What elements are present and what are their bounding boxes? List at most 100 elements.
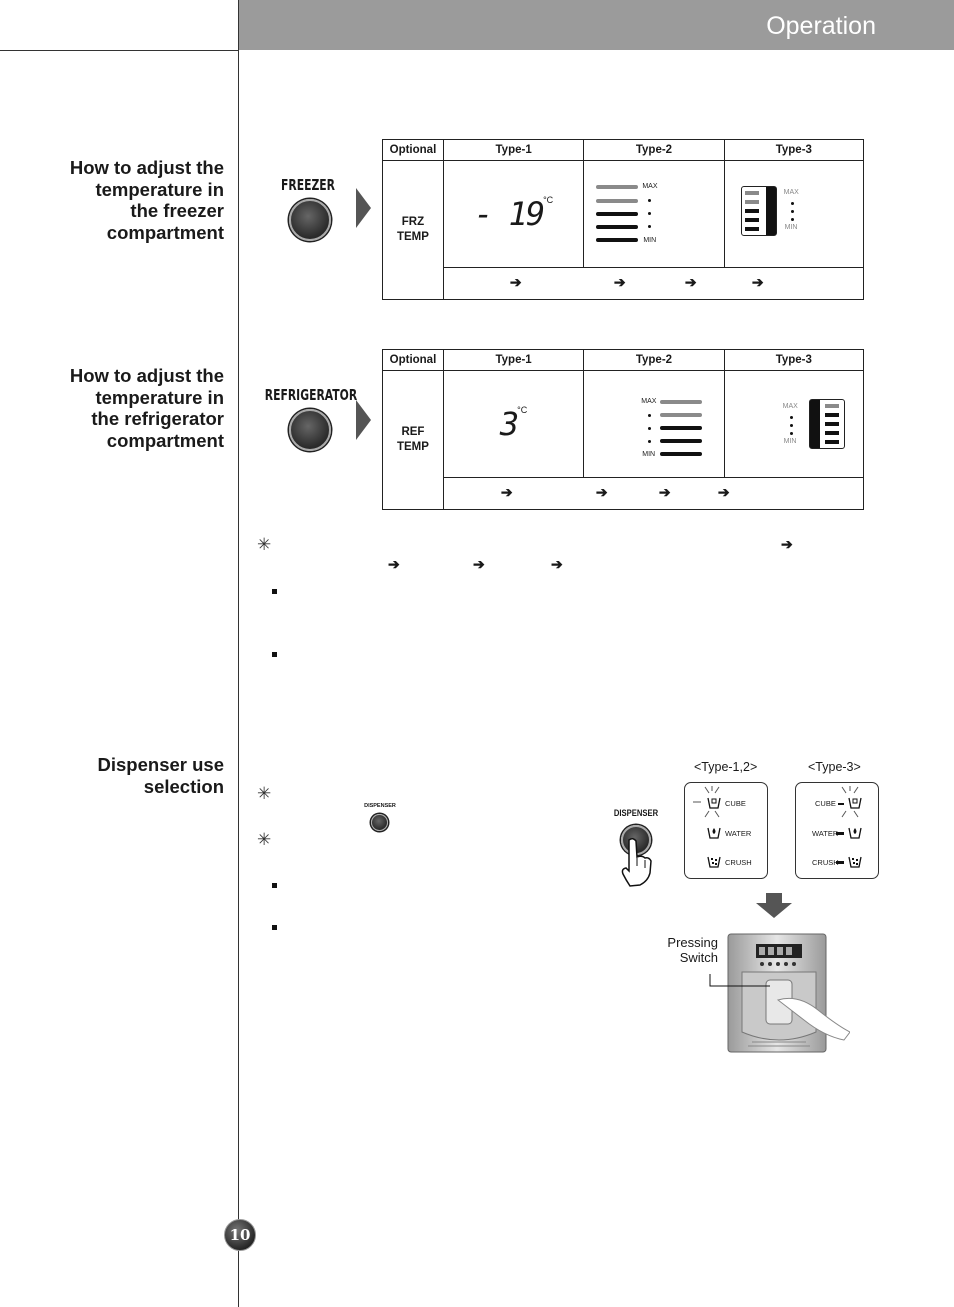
cube-icon: [848, 797, 862, 809]
type1-display: 3°C: [442, 370, 585, 478]
level-bar: [660, 452, 703, 456]
freezer-button-label: FREEZER: [281, 176, 335, 194]
level-dot: [790, 210, 794, 213]
sequence-row: ➔ ➔ ➔ ➔: [442, 477, 865, 510]
gauge-segment: [824, 431, 839, 435]
type2-bar-display: MAX MIN: [583, 370, 725, 478]
arrow-icon: ➔: [500, 484, 513, 500]
min-label: MIN: [642, 451, 656, 458]
gauge-segment: [824, 413, 839, 417]
level-bar: [660, 426, 703, 430]
col-type-3: Type-3: [723, 349, 865, 371]
type12-label: <Type-1,2>: [694, 760, 758, 774]
indicator-dash: [836, 832, 844, 835]
divider-vertical: [238, 0, 239, 1307]
refrigerator-button-label: REFRIGERATOR: [264, 386, 358, 404]
level-dot: [789, 432, 793, 435]
level-dot: [648, 427, 652, 430]
gauge-segment: [744, 227, 759, 231]
option-cube: CUBE: [725, 799, 746, 808]
level-bar: [596, 212, 639, 216]
bullet-icon: [272, 652, 277, 657]
finger-press-icon: [621, 837, 652, 887]
refrigerator-button[interactable]: [289, 409, 331, 451]
gauge-segment: [744, 209, 759, 213]
level-dot: [790, 202, 794, 205]
col-type-3: Type-3: [723, 139, 865, 161]
level-dot: [648, 199, 652, 202]
arrow-icon: ➔: [613, 274, 626, 290]
water-icon: [707, 827, 721, 839]
level-gauge: [808, 399, 845, 449]
max-label: MAX: [641, 398, 657, 405]
option-crush: CRUSH: [725, 858, 752, 867]
level-bar: [660, 413, 703, 417]
small-dispenser-button[interactable]: [371, 814, 388, 831]
pressing-switch-label: Pressing Switch: [667, 935, 718, 965]
min-label: MIN: [783, 438, 797, 445]
crush-icon: [707, 856, 721, 868]
dispenser-panel-type3: CUBE WATER CRUSH: [795, 782, 879, 879]
refrigerator-section-title: How to adjust the temperature in the ref…: [69, 365, 224, 451]
gauge-segment: [744, 218, 759, 222]
type3-bar-display: MAX MIN: [723, 370, 865, 478]
level-gauge: [740, 186, 777, 236]
arrow-icon: ➔: [717, 484, 730, 500]
indicator-dash: [838, 803, 844, 805]
indicator-dash: [836, 861, 844, 864]
gauge-segment: [824, 404, 839, 408]
gauge-segment: [824, 422, 839, 426]
temp-readout: 3: [499, 405, 519, 443]
note-asterisk-icon: ✳: [257, 830, 272, 849]
cube-icon: [707, 797, 721, 809]
level-bar: [596, 225, 639, 229]
unit-label: °C: [517, 405, 528, 415]
down-arrow-icon: [756, 893, 792, 918]
divider-horizontal: [0, 50, 238, 51]
gauge-segment: [824, 440, 839, 444]
freezer-button[interactable]: [289, 199, 331, 241]
selected-glow-icon: [693, 786, 720, 818]
dispenser-illustration: [709, 933, 850, 1053]
level-dot: [790, 218, 794, 221]
bullet-icon: [272, 925, 277, 930]
level-bar: [660, 400, 703, 404]
dispenser-panel-type12: CUBE WATER CRUSH: [684, 782, 768, 879]
ref-temp-label: REF TEMP: [382, 370, 444, 510]
selected-glow-icon: [841, 786, 859, 818]
option-water: WATER: [725, 829, 752, 838]
sequence-row: ➔ ➔ ➔ ➔: [442, 267, 865, 300]
arrow-icon: ➔: [658, 484, 671, 500]
pointer-triangle-icon: [356, 188, 371, 228]
crush-icon: [848, 856, 862, 868]
option-crush: CRUSH: [812, 858, 839, 867]
col-type-1: Type-1: [442, 139, 585, 161]
dispenser-section-title: Dispenser use selection: [97, 754, 224, 797]
col-optional: Optional: [382, 349, 444, 371]
refrigerator-options-table: Optional Type-1 Type-2 Type-3 REF TEMP 3…: [382, 349, 865, 510]
level-dot: [648, 212, 652, 215]
level-dot: [648, 225, 652, 228]
level-dot: [789, 416, 793, 419]
freezer-section-title: How to adjust the temperature in the fre…: [69, 157, 224, 243]
arrow-icon: ➔: [781, 536, 793, 552]
min-label: MIN: [643, 237, 657, 244]
max-label: MAX: [782, 403, 798, 410]
bullet-icon: [272, 883, 277, 888]
water-icon: [848, 827, 862, 839]
pointer-triangle-icon: [356, 400, 371, 440]
type3-bar-display: MAX MIN: [723, 160, 865, 268]
level-dot: [648, 414, 652, 417]
arrow-icon: ➔: [509, 274, 522, 290]
level-bar: [596, 199, 639, 203]
arrow-icon: ➔: [751, 274, 764, 290]
option-cube: CUBE: [815, 799, 836, 808]
level-bar: [596, 238, 639, 242]
page-number: 10: [224, 1219, 256, 1251]
header-bar: [238, 0, 954, 50]
col-type-2: Type-2: [583, 139, 725, 161]
col-type-1: Type-1: [442, 349, 585, 371]
page-title: Operation: [766, 12, 876, 40]
arrow-icon: ➔: [388, 556, 400, 572]
level-bar: [596, 185, 639, 189]
